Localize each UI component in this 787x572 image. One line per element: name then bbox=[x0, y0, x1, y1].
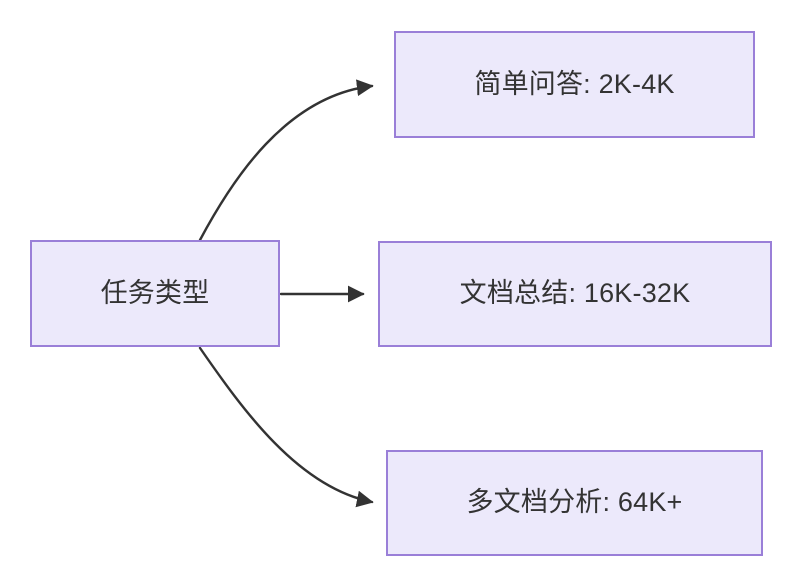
edge-root-to-simple bbox=[198, 79, 374, 242]
edge-root-to-multidoc bbox=[198, 346, 374, 508]
node-task-type-label: 任务类型 bbox=[100, 277, 210, 308]
node-multi-document-analysis-label: 多文档分析: 64K+ bbox=[466, 487, 683, 518]
node-document-summary[interactable]: 文档总结: 16K-32K bbox=[378, 241, 772, 347]
node-simple-qa[interactable]: 简单问答: 2K-4K bbox=[394, 31, 755, 138]
node-multi-document-analysis[interactable]: 多文档分析: 64K+ bbox=[386, 450, 763, 556]
node-task-type[interactable]: 任务类型 bbox=[30, 240, 280, 347]
node-simple-qa-label: 简单问答: 2K-4K bbox=[474, 68, 675, 99]
node-document-summary-label: 文档总结: 16K-32K bbox=[459, 278, 691, 309]
